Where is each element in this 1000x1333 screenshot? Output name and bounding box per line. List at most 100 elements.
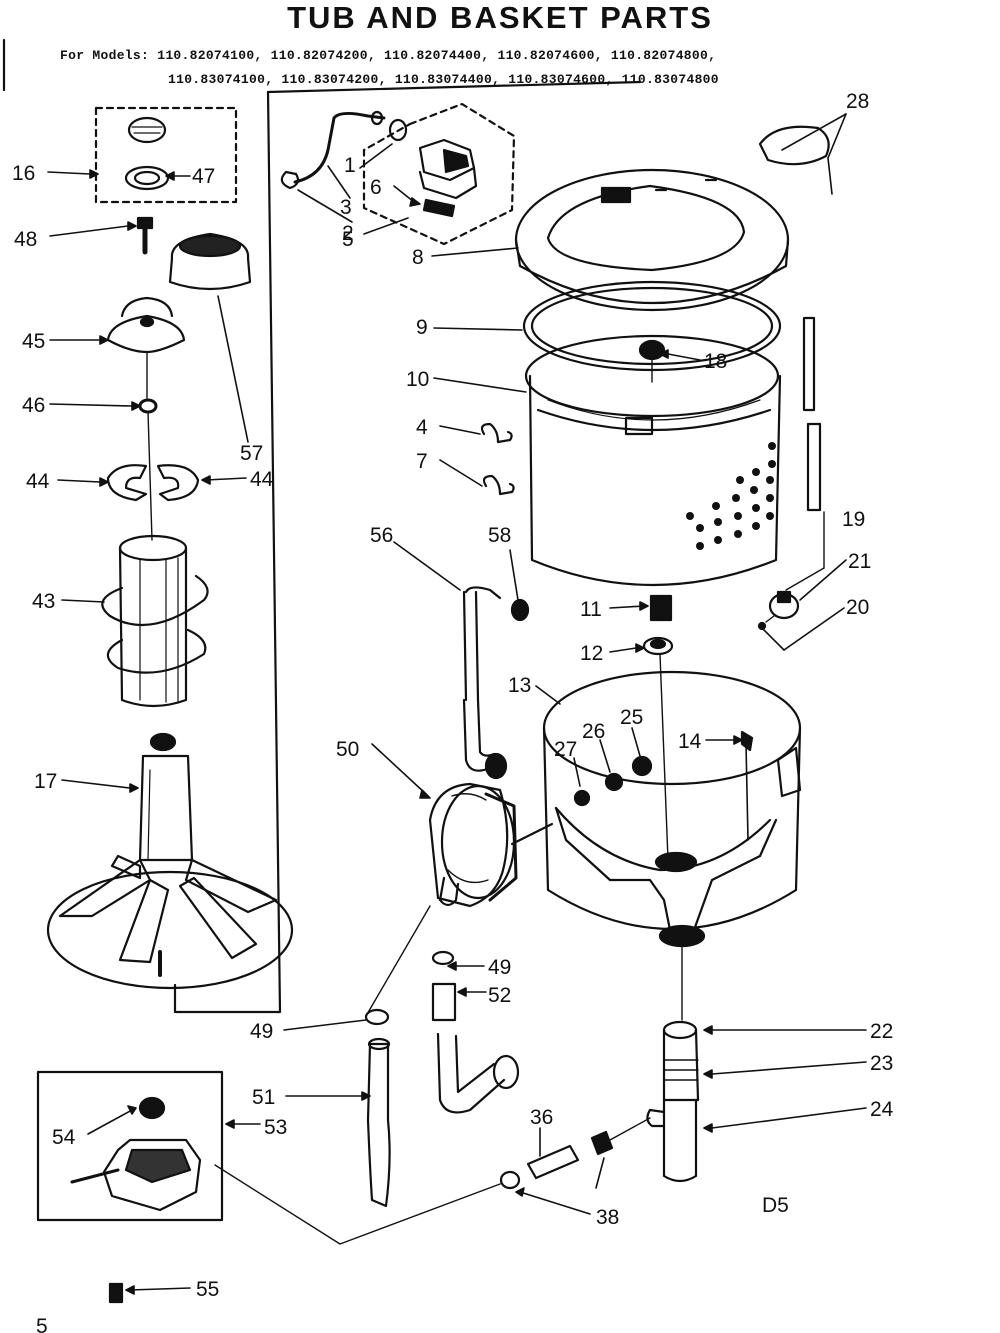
axis-line [147,411,153,541]
callout-1: 1 [344,154,356,177]
part-13-inner-floor [554,806,772,872]
part-45-cam-top [120,296,174,318]
part-57-cap-top [178,234,242,258]
callout-20: 20 [846,596,869,619]
part-20-pin-line [765,615,775,623]
part-16-group-box [94,106,238,204]
part-17-top-nut [149,732,177,752]
part-24-drain-hose [662,1098,698,1183]
part-18-nut [638,339,666,361]
callout-50: 50 [336,738,359,761]
part-11-nut [649,594,673,622]
part-10-tab [624,416,654,436]
part-4-clip [480,422,513,444]
part-10-basket-top [524,334,780,418]
leader-lines [47,113,867,1295]
part-53-motor-body [102,1138,202,1212]
part-7-clip [482,474,515,496]
part-43-barrel-body [118,546,188,708]
part-3-fill-hose [293,111,386,184]
callout-55: 55 [196,1278,219,1301]
part-17-vane [58,858,152,918]
part-2-nozzle [280,170,300,190]
part-54-nut [138,1096,166,1120]
callout-56: 56 [370,524,393,547]
model-list-line-1: For Models: 110.82074100, 110.82074200, … [60,48,717,63]
part-19-strip [802,316,816,412]
callout-36: 36 [530,1106,553,1129]
callout-9: 9 [416,316,428,339]
part-1-clamp [388,118,408,142]
part-16-cap [127,116,167,144]
part-50-pump-outlet [438,876,460,907]
callout-26: 26 [582,720,605,743]
part-26-washer [604,772,624,792]
part-47-seal-ring [124,165,170,191]
part-17-skirt-base [46,870,294,990]
callout-38: 38 [596,1206,619,1229]
callout-7: 7 [416,450,428,473]
part-53-box [36,1070,224,1222]
part-5-group-box [362,102,516,246]
callout-11: 11 [580,598,602,621]
callout-48: 48 [14,228,37,251]
page-title: TUB AND BASKET PARTS [287,0,713,35]
part-43-auger-flight [101,574,209,627]
part-5-inlet-dark [442,148,470,174]
part-13-drain-outlet [658,924,706,948]
part-53-motor-top [124,1148,192,1184]
part-14-screw [745,743,749,841]
callout-44-right: 44 [250,468,274,491]
part-52-hose-elbow [436,1032,506,1114]
part-52-hose [431,982,457,1022]
part-13-bracket [776,746,802,798]
part-56-hose-end [484,752,508,780]
callout-27: 27 [554,738,577,761]
part-12-seal-inner [649,638,667,650]
axis-line [609,1117,651,1141]
callout-4: 4 [416,416,428,439]
part-51-hose [366,1042,391,1208]
part-17-post-shade [147,769,151,861]
part-1-hose-end [370,110,384,126]
part-13-center-hole [654,851,698,873]
part-50-pump-detail [447,793,489,884]
part-5-inlet-lower [418,166,478,200]
part-43-barrel-top [118,534,188,562]
callout-12: 12 [580,642,603,665]
part-36-hose [526,1144,580,1180]
part-43-auger-flight [106,628,207,674]
part-8-tub-ring-opening [546,184,746,272]
callout-51: 51 [252,1086,275,1109]
diagram-code: D5 [762,1194,789,1217]
part-51-hose-top [367,1037,391,1051]
callout-3: 3 [340,196,352,219]
part-58-clamp [510,598,530,622]
callout-22: 22 [870,1020,893,1043]
callout-10: 10 [406,368,429,391]
callout-16: 16 [12,162,35,185]
part-44-dog-right [156,464,200,502]
callout-46: 46 [22,394,45,417]
group-outline-left [173,90,282,1014]
part-23-boot [662,1028,700,1102]
callout-23: 23 [870,1052,893,1075]
part-56-hose [462,590,480,702]
part-8-tub-ring-rim [514,238,790,305]
part-19-strip [806,422,822,512]
callout-44-left: 44 [26,470,50,493]
part-8-vent [600,186,632,204]
callout-19: 19 [842,508,865,531]
motor-link-line [214,1164,501,1245]
part-53-motor-arm [70,1168,120,1184]
part-44-dog-left [106,464,148,502]
callout-14: 14 [678,730,702,753]
part-14-screw-head [740,730,754,752]
part-13-sump [554,806,778,932]
part-23-ribs [663,1059,699,1081]
callout-17: 17 [34,770,57,793]
callout-21: 21 [848,550,871,573]
part-21-float-cap [776,590,792,604]
axis-line [785,567,825,591]
